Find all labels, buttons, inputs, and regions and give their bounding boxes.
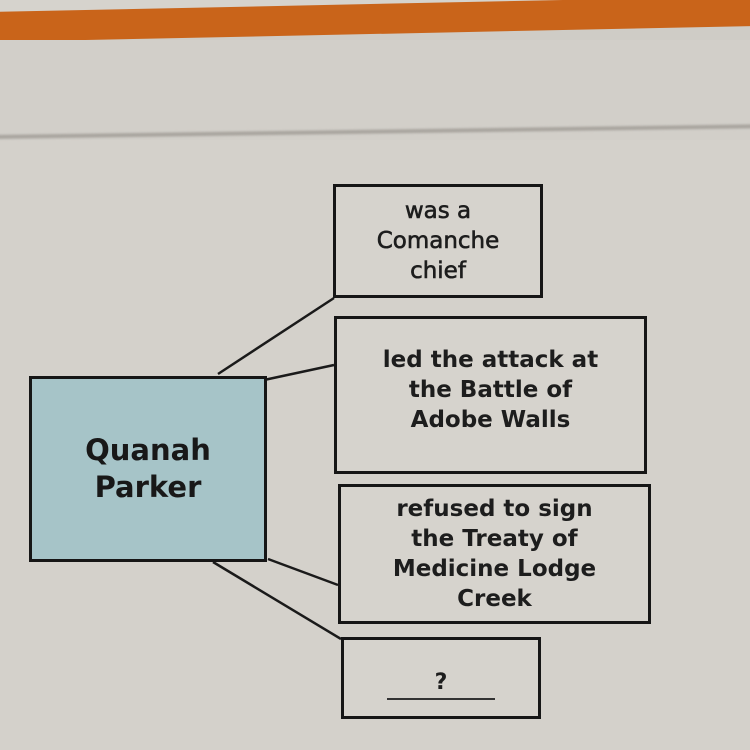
fact-node-1: was a Comanche chief — [333, 184, 543, 298]
fact-node-label: led the attack at the Battle of Adobe Wa… — [382, 347, 599, 433]
header-area — [0, 40, 750, 140]
fact-node-2: led the attack at the Battle of Adobe Wa… — [334, 316, 647, 474]
center-node: Quanah Parker — [29, 376, 267, 562]
connector-to-fact-2 — [263, 363, 335, 382]
fact-node-label: was a Comanche chief — [376, 198, 500, 285]
fact-node-label: refused to sign the Treaty of Medicine L… — [392, 496, 597, 612]
center-node-label: Quanah Parker — [85, 433, 211, 504]
answer-blank: ? — [387, 670, 495, 700]
fact-node-unknown: ? — [341, 637, 541, 719]
connector-to-fact-4 — [212, 560, 342, 641]
connector-to-fact-3 — [267, 557, 339, 587]
connector-to-fact-1 — [217, 296, 335, 376]
fact-node-3: refused to sign the Treaty of Medicine L… — [338, 484, 651, 624]
